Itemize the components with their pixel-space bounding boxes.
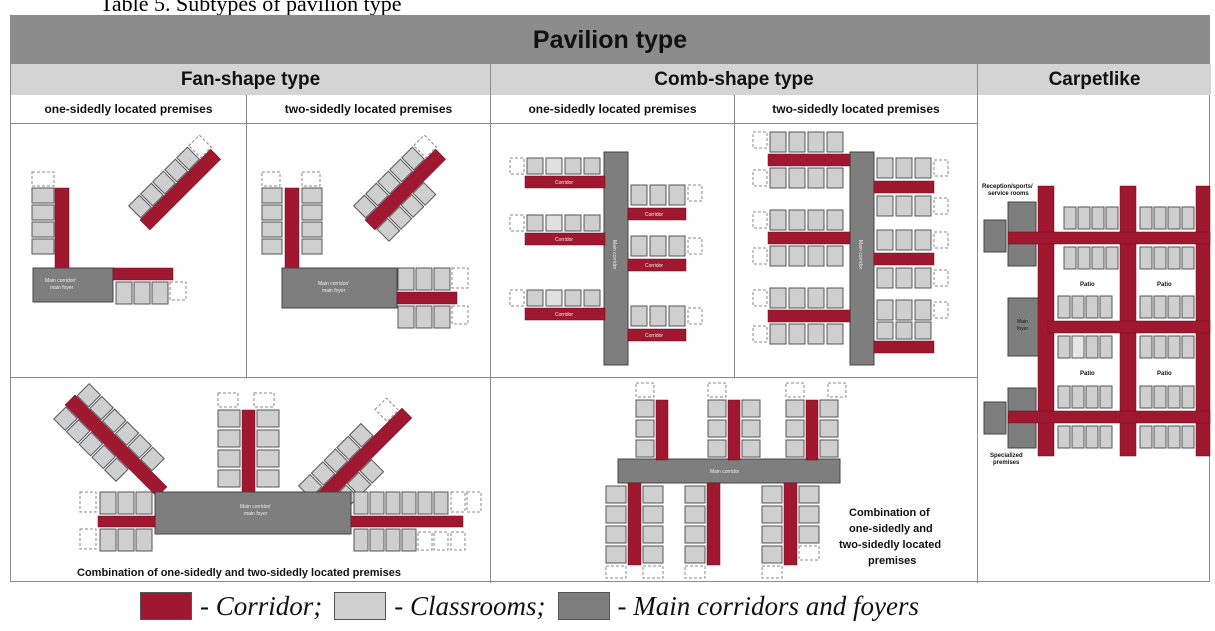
cell-fan-two-sided	[247, 124, 491, 378]
column-header-comb-one-sided: one-sidedly located premises	[491, 95, 735, 124]
corridor-label: Corridor	[645, 212, 663, 218]
group-header-comb: Comb-shape type	[491, 64, 978, 95]
carpetlike-plan: Reception/sports/ service rooms Main foy…	[982, 184, 1211, 466]
table-caption: Table 5. Subtypes of pavilion type	[100, 0, 402, 16]
corridor-label: Corridor	[555, 312, 573, 318]
comb-one-sided-plan: Main corridor Corridor Corridor Corridor…	[509, 151, 703, 366]
legend-main: - Main corridors and foyers	[617, 590, 920, 621]
legend-corridor: - Corridor;	[200, 590, 323, 621]
specialized-label: premises	[993, 460, 1020, 466]
patio-label: Patio	[1080, 282, 1095, 288]
main-corridor-foyer-label: Main corridor/	[318, 281, 349, 287]
main-corridor-foyer-label: main foyer	[322, 288, 346, 294]
column-header-fan-one-sided: one-sidedly located premises	[11, 95, 247, 124]
comb-combination-caption-line: two-sidedly located	[839, 539, 941, 551]
main-corridor-label: Main corridor	[611, 240, 617, 270]
main-corridor-foyer-label: Main corridor/	[45, 278, 76, 284]
corridor-label: Corridor	[555, 180, 573, 186]
comb-combination-caption-line: premises	[868, 555, 916, 567]
main-corridor-label: Main corridor	[710, 469, 740, 475]
patio-label: Patio	[1157, 282, 1172, 288]
comb-two-sided-plan: Main corridor	[752, 131, 949, 366]
comb-combination-plan: Main corridor	[605, 382, 941, 579]
cell-comb-two-sided	[735, 124, 978, 378]
main-corridor-label: Main corridor	[857, 240, 863, 270]
comb-combination-caption-line: Combination of	[849, 507, 930, 519]
main-foyer-label: Main	[1017, 319, 1028, 325]
cell-comb-combination	[491, 378, 978, 583]
specialized-label: Specialized	[990, 453, 1023, 459]
classroom-swatch	[334, 592, 387, 620]
fan-two-sided-plan: Main corridor/ main foyer	[261, 134, 469, 329]
reception-label: Reception/sports/	[982, 184, 1033, 190]
legend: - Corridor; - Classrooms; - Main corrido…	[140, 585, 931, 627]
group-header-carpet: Carpetlike	[978, 64, 1211, 95]
legend-classrooms: - Classrooms;	[394, 590, 546, 621]
cell-comb-one-sided	[491, 124, 735, 378]
column-header-fan-two-sided: two-sidedly located premises	[247, 95, 491, 124]
group-header-fan: Fan-shape type	[11, 64, 491, 95]
main-foyer-label: foyer	[1017, 326, 1028, 332]
fan-one-sided-plan: Main corridor/ main foyer	[31, 134, 221, 305]
corridor-label: Corridor	[555, 237, 573, 243]
patio-label: Patio	[1080, 371, 1095, 377]
patio-label: Patio	[1157, 371, 1172, 377]
comb-combination-caption-line: one-sidedly and	[849, 523, 933, 535]
corridor-label: Corridor	[645, 333, 663, 339]
main-corridor-foyer-label: Main corridor/	[240, 504, 271, 510]
main-corridor-foyer-label: main foyer	[50, 285, 74, 291]
corridor-label: Corridor	[645, 263, 663, 269]
pavilion-table: Pavilion type Fan-shape type Comb-shape …	[10, 15, 1211, 583]
main-swatch	[557, 592, 610, 620]
fan-combination-plan: Main corridor/ main foyer Combination of…	[53, 382, 482, 579]
corridor-swatch	[140, 592, 192, 620]
cell-fan-combination	[11, 378, 491, 583]
cell-fan-one-sided	[11, 124, 247, 378]
reception-label: service rooms	[988, 191, 1029, 197]
column-header-comb-two-sided: two-sidedly located premises	[735, 95, 978, 124]
table-title: Pavilion type	[11, 16, 1209, 64]
main-corridor-foyer-label: main foyer	[244, 511, 268, 517]
fan-combination-caption: Combination of one-sidedly and two-sided…	[77, 567, 401, 579]
